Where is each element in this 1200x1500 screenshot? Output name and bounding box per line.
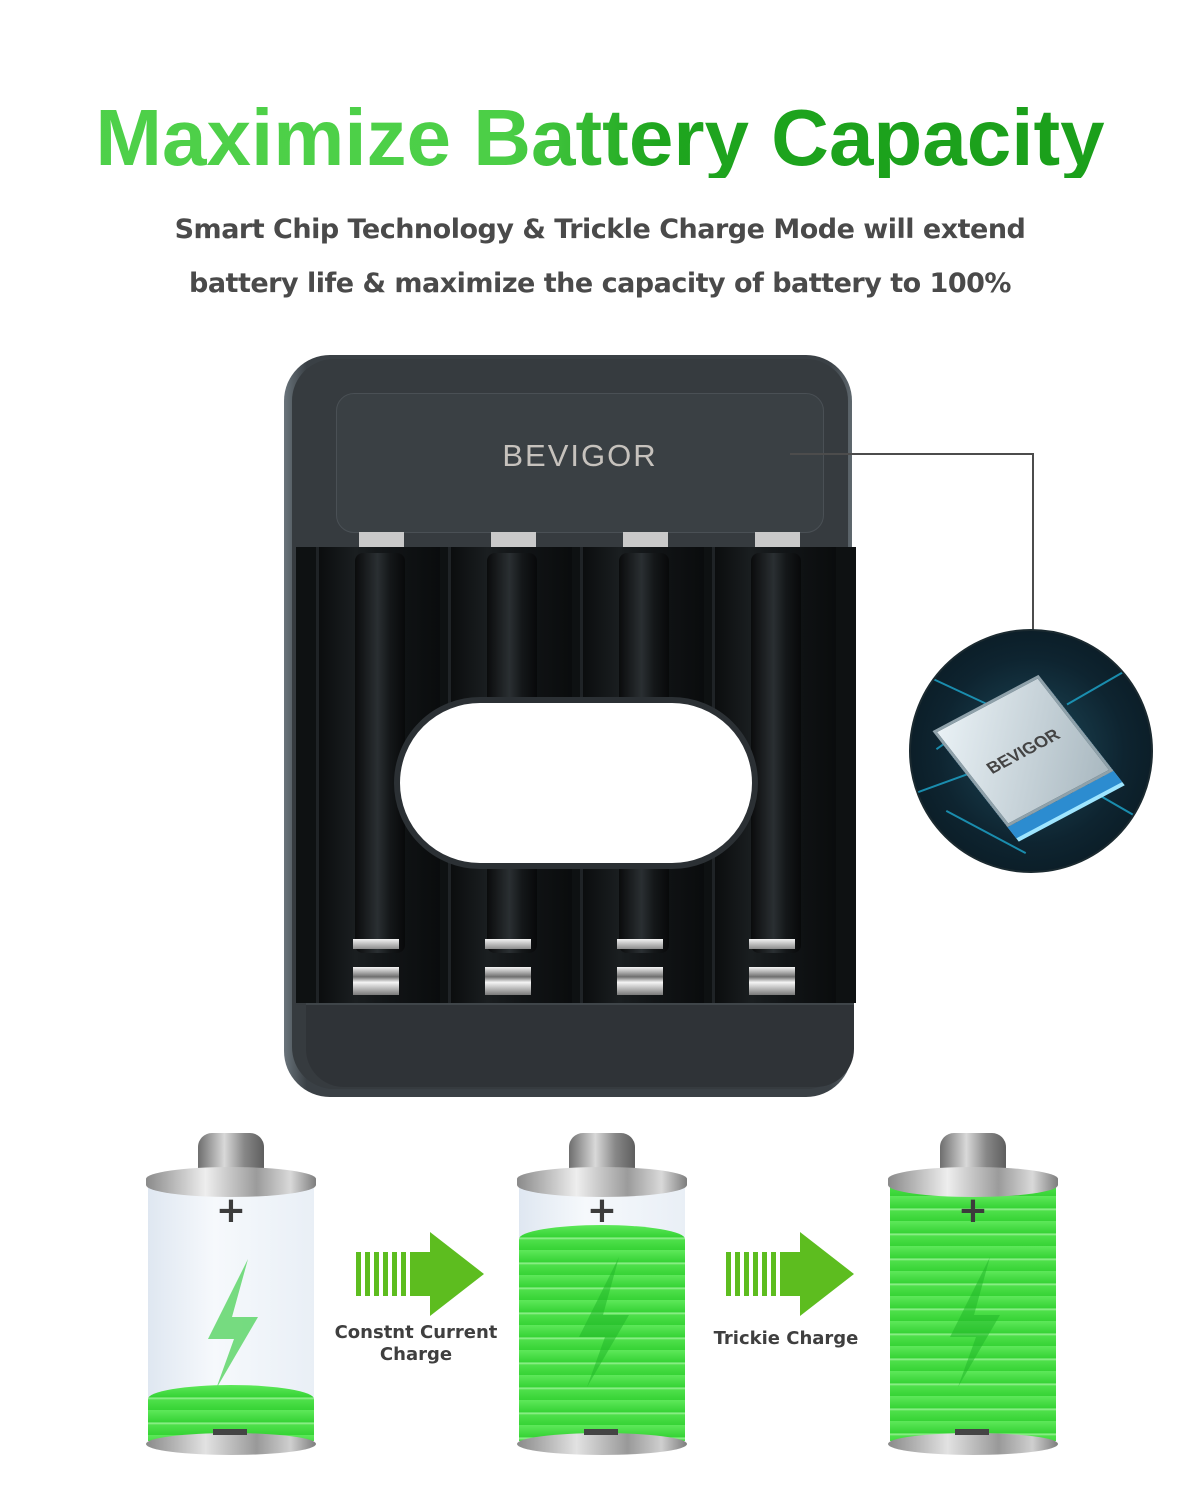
- lightning-bolt-icon: [579, 1257, 629, 1387]
- lightning-bolt-icon: [950, 1257, 1000, 1387]
- battery-base-ring: [517, 1433, 687, 1455]
- label-line-2: Charge: [379, 1344, 453, 1365]
- led-indicator-3: [623, 532, 668, 549]
- battery-base-ring: [888, 1433, 1058, 1455]
- plus-icon: +: [957, 1190, 989, 1231]
- battery-top-ring: [146, 1167, 316, 1197]
- minus-icon: [955, 1429, 989, 1435]
- charger-top-panel: BEVIGOR: [336, 393, 824, 549]
- battery-full: +: [888, 1133, 1058, 1455]
- subtitle-line-2: battery life & maximize the capacity of …: [189, 268, 1011, 299]
- label-line-1: Constnt Current: [334, 1322, 498, 1343]
- battery-low: +: [146, 1133, 316, 1455]
- charger-bottom-lip: [306, 1003, 854, 1087]
- battery-top-ring: [517, 1167, 687, 1197]
- arrow-right-icon: [356, 1232, 484, 1316]
- slot-channel: [751, 553, 801, 953]
- battery-top-ring: [888, 1167, 1058, 1197]
- trickle-charge-label: Trickie Charge: [700, 1328, 872, 1350]
- charger-face: BEVIGOR: [292, 359, 856, 1089]
- contact-clip: [749, 939, 795, 949]
- slot-channel: [355, 553, 405, 953]
- contact-spring: [749, 967, 795, 995]
- callout-line-horizontal: [790, 453, 1034, 455]
- battery-base-ring: [146, 1433, 316, 1455]
- smart-chip-image: BEVIGOR: [909, 629, 1153, 873]
- led-indicator-4: [755, 532, 800, 549]
- lightning-bolt-icon: [208, 1259, 258, 1389]
- label-line-1: Trickie Charge: [713, 1328, 859, 1349]
- battery-charging: +: [517, 1133, 687, 1455]
- callout-line-vertical: [1032, 453, 1034, 631]
- circuit-trace: [1075, 781, 1147, 823]
- minus-icon: [584, 1429, 618, 1435]
- contact-spring: [617, 967, 663, 995]
- contact-spring: [353, 967, 399, 995]
- contact-clip: [353, 939, 399, 949]
- circuit-trace: [1066, 658, 1146, 706]
- arrow-right-icon: [726, 1232, 854, 1316]
- charger-brand-logo: BEVIGOR: [502, 438, 658, 473]
- plus-icon: +: [586, 1190, 618, 1231]
- chip-icon: BEVIGOR: [932, 674, 1114, 828]
- subtitle-line-1: Smart Chip Technology & Trickle Charge M…: [174, 214, 1026, 245]
- contact-clip: [485, 939, 531, 949]
- chip-label: BEVIGOR: [982, 725, 1064, 778]
- battery-charger: BEVIGOR: [284, 355, 856, 1097]
- page-title: Maximize Battery Capacity: [0, 98, 1200, 178]
- contact-clip: [617, 939, 663, 949]
- contact-spring: [485, 967, 531, 995]
- led-indicator-1: [359, 532, 404, 549]
- led-indicator-2: [491, 532, 536, 549]
- minus-icon: [213, 1429, 247, 1435]
- constant-current-label: Constnt Current Charge: [326, 1322, 506, 1366]
- finger-cutout: [394, 697, 758, 869]
- plus-icon: +: [215, 1190, 247, 1231]
